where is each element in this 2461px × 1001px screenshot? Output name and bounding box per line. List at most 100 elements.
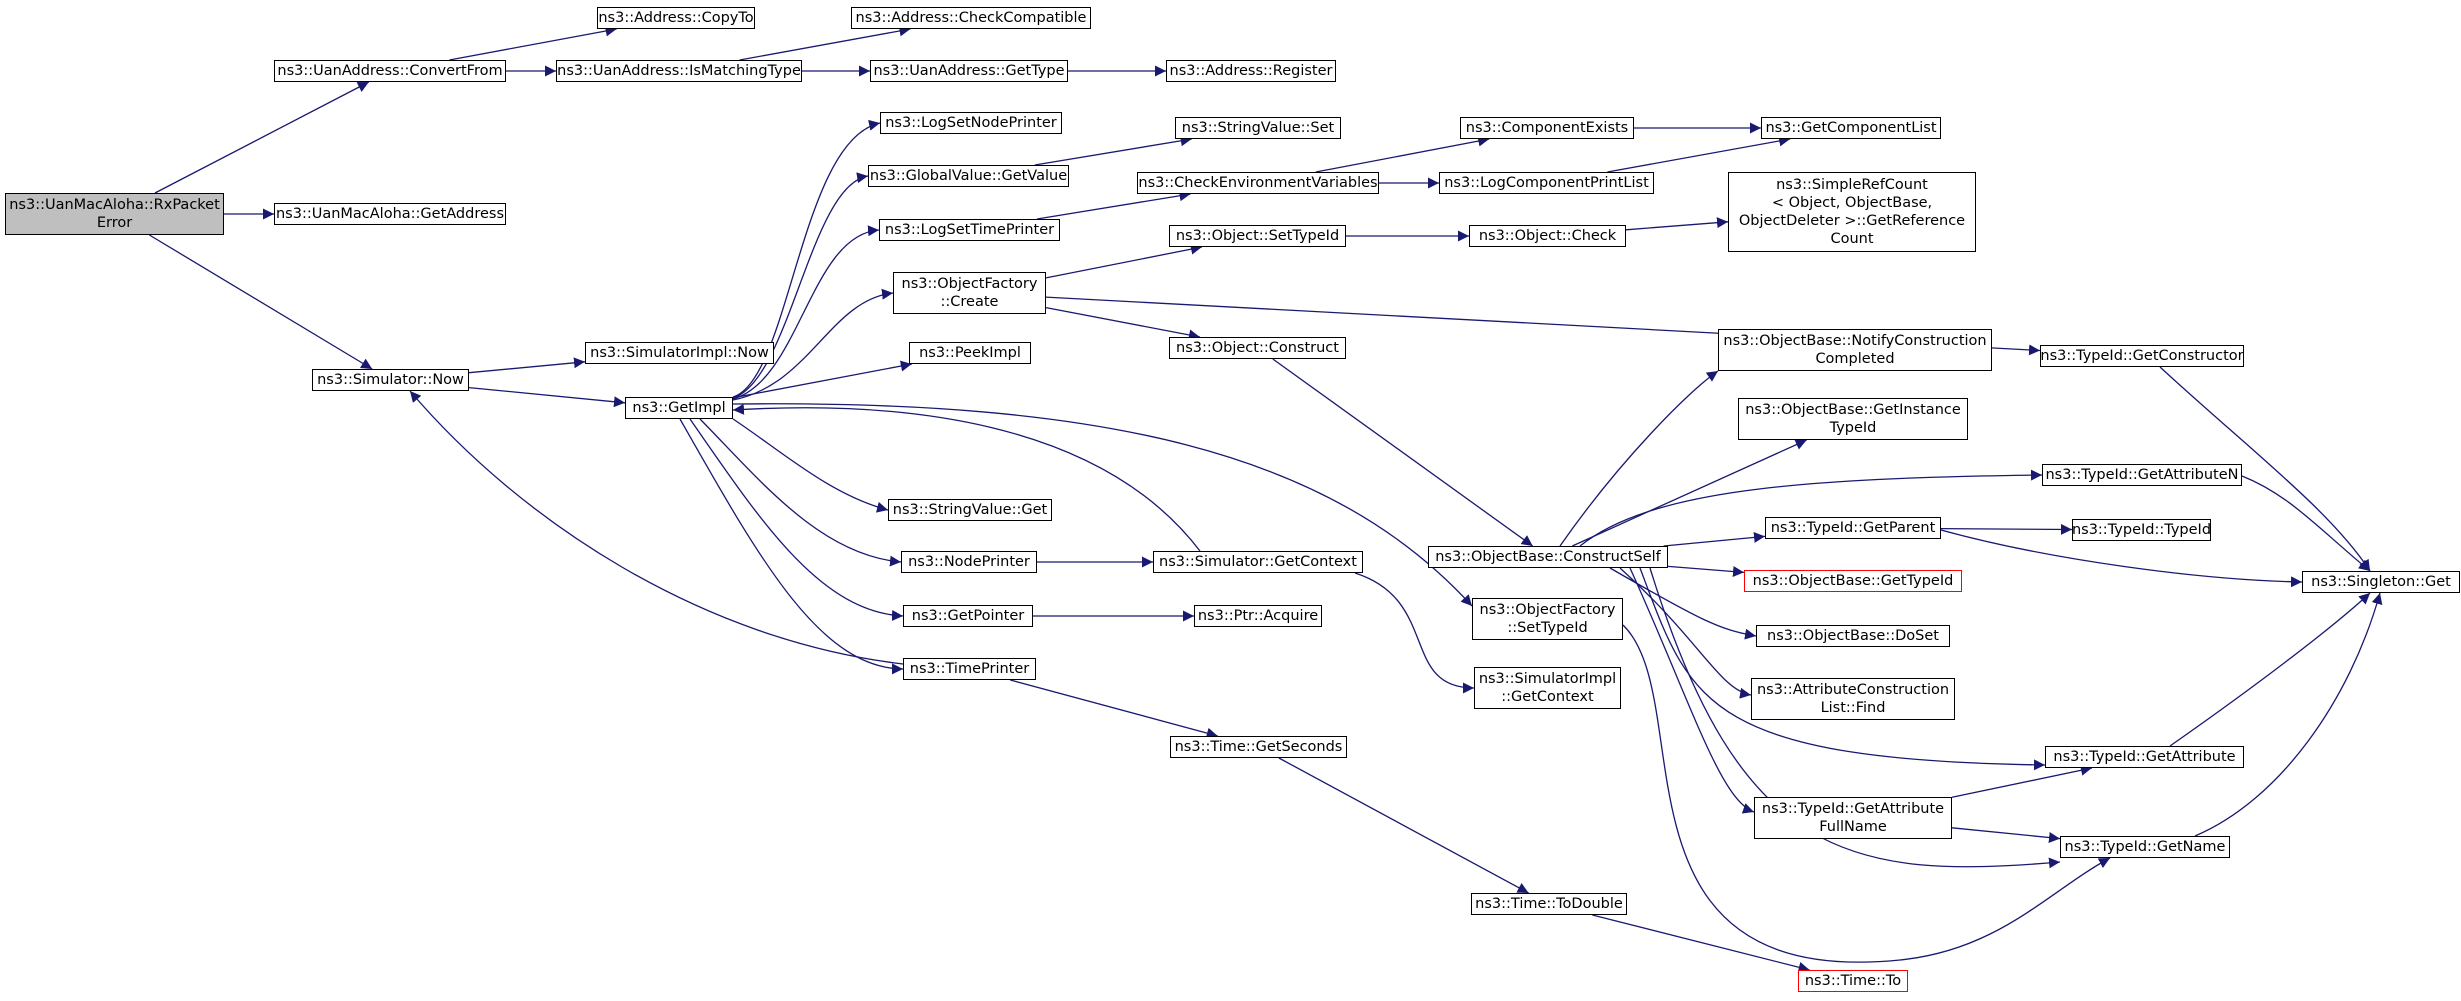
node-obnotify[interactable]: ns3::ObjectBase::NotifyConstruction Comp…	[1718, 329, 1992, 371]
node-acfind[interactable]: ns3::AttributeConstruction List::Find	[1751, 678, 1955, 720]
node-uangettype[interactable]: ns3::UanAddress::GetType	[870, 60, 1068, 82]
node-logsettime[interactable]: ns3::LogSetTimePrinter	[879, 219, 1060, 241]
node-label: ns3::GlobalValue::GetValue	[869, 168, 1068, 184]
edge-tigetctor-to-singletonget	[2159, 366, 2371, 572]
node-tigetctor[interactable]: ns3::TypeId::GetConstructor	[2040, 345, 2244, 367]
node-label: ns3::Simulator::GetContext	[1159, 554, 1357, 570]
node-timegetsec[interactable]: ns3::Time::GetSeconds	[1170, 736, 1347, 758]
node-titypeid[interactable]: ns3::TypeId::TypeId	[2072, 519, 2211, 541]
node-obgettypeid[interactable]: ns3::ObjectBase::GetTypeId	[1744, 570, 1962, 592]
node-label: ns3::Singleton::Get	[2311, 574, 2451, 590]
edge-tigetattrfull-to-tigetattr	[1951, 764, 2093, 798]
node-getcomplist[interactable]: ns3::GetComponentList	[1761, 117, 1941, 139]
edge-getimpl-to-nodeprinter	[699, 418, 902, 567]
node-label: ns3::TypeId::GetAttribute	[2053, 749, 2236, 765]
node-register[interactable]: ns3::Address::Register	[1166, 60, 1336, 82]
edge-getimpl-to-logsetnode	[732, 119, 881, 398]
node-logcompprint[interactable]: ns3::LogComponentPrintList	[1439, 172, 1654, 194]
node-label: ns3::GetPointer	[911, 608, 1025, 624]
edge-rxpacket-to-simnow	[149, 234, 373, 370]
node-label: ns3::ObjectFactory ::SetTypeId	[1479, 602, 1616, 636]
node-label: ns3::LogComponentPrintList	[1444, 175, 1649, 191]
edge-tigetname-to-singletonget	[2194, 592, 2383, 837]
edge-simnow-to-getimpl	[468, 386, 626, 408]
node-simgetctx[interactable]: ns3::Simulator::GetContext	[1153, 551, 1363, 573]
edge-ismatching-to-checkcompat	[739, 25, 911, 61]
edge-tigetattrfull-to-tigetname	[1951, 827, 2061, 843]
node-svget[interactable]: ns3::StringValue::Get	[888, 499, 1052, 521]
node-getaddress[interactable]: ns3::UanMacAloha::GetAddress	[274, 203, 506, 225]
node-getpointer[interactable]: ns3::GetPointer	[903, 605, 1033, 627]
node-objconstruct[interactable]: ns3::Object::Construct	[1169, 337, 1346, 359]
edge-ofcreate-to-objsettypeid	[1045, 243, 1203, 279]
node-obgetinst[interactable]: ns3::ObjectBase::GetInstance TypeId	[1738, 398, 1968, 440]
edge-logsettime-to-checkenv	[1036, 190, 1191, 220]
node-ofcreate[interactable]: ns3::ObjectFactory ::Create	[893, 272, 1046, 314]
node-label: ns3::UanMacAloha::RxPacket Error	[9, 197, 220, 231]
node-tigetparent[interactable]: ns3::TypeId::GetParent	[1765, 517, 1941, 539]
node-simimplnow[interactable]: ns3::SimulatorImpl::Now	[585, 342, 774, 364]
node-label: ns3::GetImpl	[632, 400, 726, 416]
node-logsetnode[interactable]: ns3::LogSetNodePrinter	[880, 112, 1062, 134]
edge-obconstructself-to-obgetinst	[1572, 439, 1807, 547]
node-label: ns3::TimePrinter	[909, 661, 1030, 677]
node-label: ns3::Simulator::Now	[317, 372, 464, 388]
node-label: ns3::NodePrinter	[908, 554, 1030, 570]
node-simnow[interactable]: ns3::Simulator::Now	[312, 369, 469, 391]
node-gvgetvalue[interactable]: ns3::GlobalValue::GetValue	[868, 165, 1069, 187]
edge-obconstructself-to-tigetattrn	[1579, 469, 2043, 547]
node-checkcompat[interactable]: ns3::Address::CheckCompatible	[851, 7, 1091, 29]
node-label: ns3::Address::CheckCompatible	[855, 10, 1087, 26]
node-svset[interactable]: ns3::StringValue::Set	[1175, 117, 1341, 139]
node-peekimpl[interactable]: ns3::PeekImpl	[909, 342, 1031, 364]
edge-obconstructself-to-acfind	[1619, 567, 1752, 699]
node-ofsettypeid[interactable]: ns3::ObjectFactory ::SetTypeId	[1472, 598, 1623, 640]
node-tigetattr[interactable]: ns3::TypeId::GetAttribute	[2045, 746, 2244, 768]
node-label: ns3::TypeId::GetAttribute FullName	[1761, 801, 1945, 835]
edge-objcheck-to-simplerefcount	[1625, 217, 1729, 231]
node-label: ns3::UanMacAloha::GetAddress	[275, 206, 505, 222]
node-label: ns3::ObjectBase::GetInstance TypeId	[1745, 402, 1961, 436]
node-obdoset[interactable]: ns3::ObjectBase::DoSet	[1756, 625, 1950, 647]
node-label: ns3::TypeId::TypeId	[2071, 522, 2212, 538]
node-label: ns3::Object::Construct	[1176, 340, 1339, 356]
edge-tigetattrn-to-singletonget	[2241, 475, 2371, 572]
node-convertfrom[interactable]: ns3::UanAddress::ConvertFrom	[274, 60, 506, 82]
node-ptracquire[interactable]: ns3::Ptr::Acquire	[1194, 605, 1322, 627]
node-label: ns3::ObjectBase::GetTypeId	[1752, 573, 1954, 589]
node-label: ns3::Address::CopyTo	[598, 10, 754, 26]
edge-simgetctx-to-simimplgetctx	[1354, 572, 1475, 694]
node-tigetname[interactable]: ns3::TypeId::GetName	[2060, 836, 2230, 858]
node-timeprinter[interactable]: ns3::TimePrinter	[903, 658, 1036, 680]
node-label: ns3::TypeId::GetParent	[1770, 520, 1936, 536]
node-timetodouble[interactable]: ns3::Time::ToDouble	[1471, 893, 1627, 915]
node-ismatching[interactable]: ns3::UanAddress::IsMatchingType	[556, 60, 802, 82]
node-objcheck[interactable]: ns3::Object::Check	[1469, 225, 1626, 247]
node-tigetattrn[interactable]: ns3::TypeId::GetAttributeN	[2042, 464, 2242, 486]
node-label: ns3::AttributeConstruction List::Find	[1756, 682, 1950, 716]
edge-obconstructself-to-tigetattr	[1639, 567, 2046, 771]
node-nodeprinter[interactable]: ns3::NodePrinter	[901, 551, 1037, 573]
edge-getimpl-to-ofcreate	[732, 288, 894, 401]
node-copyto[interactable]: ns3::Address::CopyTo	[597, 7, 755, 29]
edge-obconstructself-to-tigetparent	[1663, 531, 1766, 547]
node-compexists[interactable]: ns3::ComponentExists	[1460, 117, 1634, 139]
node-tigetattrfull[interactable]: ns3::TypeId::GetAttribute FullName	[1754, 797, 1952, 839]
edge-gvgetvalue-to-svset	[1034, 135, 1192, 166]
node-label: ns3::TypeId::GetName	[2064, 839, 2226, 855]
edge-tigetparent-to-titypeid	[1940, 523, 2073, 535]
node-objsettypeid[interactable]: ns3::Object::SetTypeId	[1169, 225, 1346, 247]
node-singletonget[interactable]: ns3::Singleton::Get	[2302, 571, 2460, 593]
edge-getimpl-to-timeprinter	[679, 418, 904, 675]
node-label: ns3::ObjectBase::DoSet	[1767, 628, 1939, 644]
node-obconstructself[interactable]: ns3::ObjectBase::ConstructSelf	[1428, 546, 1668, 568]
node-timeto[interactable]: ns3::Time::To	[1798, 970, 1908, 992]
node-getimpl[interactable]: ns3::GetImpl	[625, 397, 733, 419]
node-simimplgetctx[interactable]: ns3::SimulatorImpl ::GetContext	[1474, 667, 1621, 709]
node-checkenv[interactable]: ns3::CheckEnvironmentVariables	[1137, 172, 1379, 194]
edge-timeprinter-to-simnow	[409, 390, 904, 665]
node-label: ns3::Time::ToDouble	[1475, 896, 1623, 912]
node-simplerefcount[interactable]: ns3::SimpleRefCount < Object, ObjectBase…	[1728, 172, 1976, 252]
node-label: ns3::Ptr::Acquire	[1197, 608, 1319, 624]
node-label: ns3::Object::SetTypeId	[1175, 228, 1340, 244]
